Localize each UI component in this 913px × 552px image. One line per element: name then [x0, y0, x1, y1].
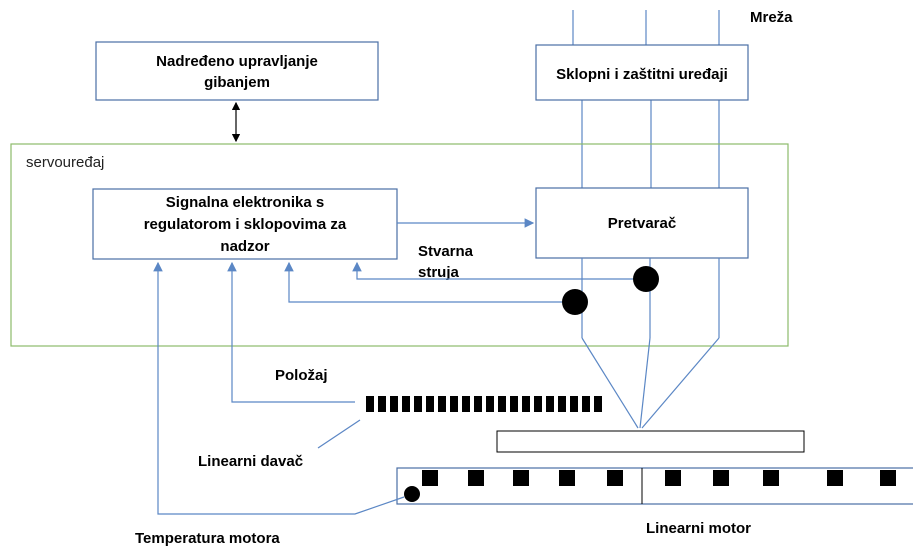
switching-protection-box — [535, 44, 749, 101]
motor-temperature-label: Temperatura motora — [135, 530, 280, 547]
permanent-magnets — [422, 470, 896, 486]
signal-electronics-box — [92, 188, 398, 260]
linear-motor-label: Linearni motor — [646, 520, 751, 537]
signal-electronics-label-2: regulatorom i sklopovima za — [144, 216, 347, 233]
position-label: Položaj — [275, 367, 328, 384]
converter-box — [535, 187, 749, 259]
servo-device-label: servouređaj — [26, 154, 104, 171]
superior-motion-control-box — [95, 41, 379, 101]
current-feedback-line-1 — [352, 261, 633, 280]
switching-protection-label: Sklopni i zaštitni uređaji — [556, 66, 728, 83]
current-feedback-line-2 — [284, 261, 562, 303]
current-sensor-2 — [562, 289, 588, 315]
linear-encoder-leader — [317, 419, 361, 449]
signal-electronics-label-1: Signalna elektronika s — [166, 194, 324, 211]
superior-motion-control-label-2: gibanjem — [204, 74, 270, 91]
signal-electronics-label-3: nadzor — [220, 238, 269, 255]
actual-current-label-2: struja — [418, 264, 460, 281]
temperature-feedback-line — [153, 261, 405, 515]
converter-label: Pretvarač — [608, 215, 676, 232]
servo-device-frame — [10, 143, 789, 347]
position-feedback-line — [227, 261, 355, 403]
current-sensor-1 — [633, 266, 659, 292]
temperature-sensor — [404, 486, 420, 502]
grid-label: Mreža — [750, 9, 793, 26]
linear-encoder-scale — [366, 396, 602, 412]
actual-current-label-1: Stvarna — [418, 243, 474, 260]
superior-motion-control-label-1: Nadređeno upravljanje — [156, 53, 318, 70]
motor-primary — [496, 430, 805, 453]
linear-encoder-label: Linearni davač — [198, 453, 303, 470]
